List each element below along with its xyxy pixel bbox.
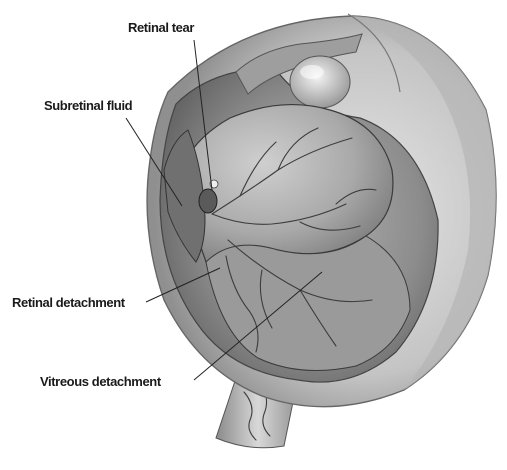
label-vitreous-detachment: Vitreous detachment bbox=[40, 374, 162, 389]
lens bbox=[290, 56, 350, 108]
label-subretinal-fluid: Subretinal fluid bbox=[44, 98, 133, 113]
label-retinal-tear: Retinal tear bbox=[128, 20, 194, 35]
label-retinal-detachment: Retinal detachment bbox=[12, 295, 126, 310]
retinal-tear bbox=[199, 189, 217, 213]
